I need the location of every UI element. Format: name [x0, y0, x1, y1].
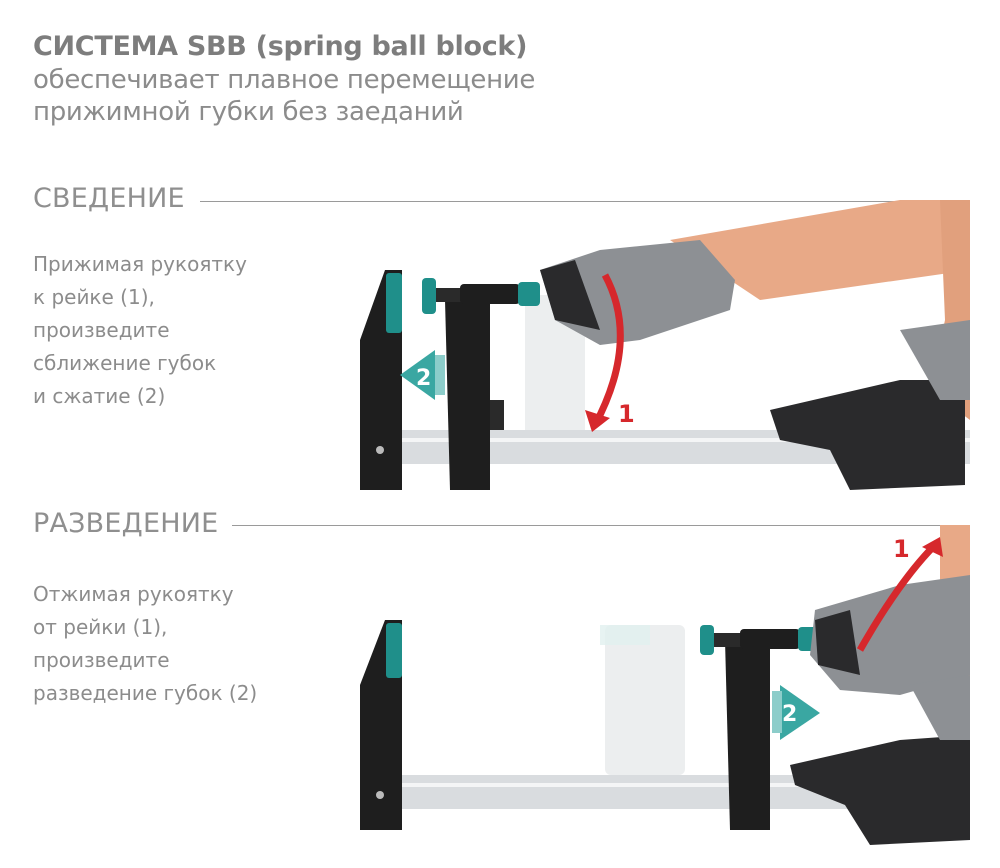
glove-lower [790, 735, 970, 845]
clamp-closing-illustration: 1 2 [360, 200, 970, 490]
description-line: произведите [33, 648, 170, 672]
movable-jaw [725, 640, 770, 830]
teal-arrow-tail [772, 691, 782, 733]
screw-pad [422, 278, 436, 314]
screw-pad [700, 625, 714, 655]
screw-head [714, 633, 744, 647]
section-title-closing: СВЕДЕНИЕ [33, 183, 185, 214]
rivet [376, 446, 384, 454]
header: СИСТЕМА SBB (spring ball block) обеспечи… [33, 30, 535, 128]
section-divider [200, 201, 965, 202]
rail-highlight [370, 783, 970, 787]
arrow-label: 2 [782, 702, 797, 727]
jaw-block [490, 400, 504, 430]
arm [670, 200, 970, 300]
section-title-opening: РАЗВЕДЕНИЕ [33, 508, 219, 539]
teal-arrow [780, 685, 820, 740]
description-line: произведите [33, 318, 170, 342]
rail-highlight [370, 438, 970, 442]
subtitle-line-1: обеспечивает плавное перемещение [33, 65, 536, 95]
section-description-closing: Прижимая рукоятку к рейке (1), произведи… [33, 248, 247, 413]
ghost-screw [600, 625, 650, 645]
section-description-opening: Отжимая рукоятку от рейки (1), произведи… [33, 578, 257, 710]
red-arrow-head [922, 537, 943, 557]
glove-lower [770, 380, 965, 490]
ghost-jaw [525, 295, 585, 455]
screw-thread [460, 284, 520, 304]
description-line: и сжатие (2) [33, 384, 166, 408]
glove-cuff [910, 675, 970, 740]
description-line: Отжимая рукоятку [33, 582, 234, 606]
screw-head [436, 288, 466, 302]
arrow-label: 2 [416, 366, 431, 391]
teal-arrow [400, 350, 435, 400]
arrow-label: 1 [618, 400, 635, 428]
glove-cuff [900, 320, 970, 400]
red-arrow [856, 542, 938, 652]
description-line: к рейке (1), [33, 285, 155, 309]
rivet [376, 791, 384, 799]
clamp-opening-illustration: 1 2 [360, 525, 970, 845]
teal-arrow-tail [435, 355, 445, 395]
description-line: от рейки (1), [33, 615, 168, 639]
glove-palm [815, 610, 860, 675]
arrow-label: 1 [893, 535, 910, 563]
page-title: СИСТЕМА SBB (spring ball block) [33, 31, 528, 62]
red-arrow [591, 273, 624, 427]
description-line: сближение губок [33, 351, 217, 375]
movable-jaw [445, 300, 490, 490]
glove-palm [540, 260, 600, 330]
jaw-pad [386, 273, 402, 333]
description-line: разведение губок (2) [33, 681, 258, 705]
section-divider [232, 525, 965, 526]
jaw-pad [386, 623, 402, 678]
ghost-jaw [605, 625, 685, 775]
screw-thread [740, 629, 800, 649]
red-arrow-head [585, 410, 610, 432]
description-line: Прижимая рукоятку [33, 252, 247, 276]
subtitle-line-2: прижимной губки без заеданий [33, 97, 464, 127]
handle-collar [518, 282, 540, 306]
